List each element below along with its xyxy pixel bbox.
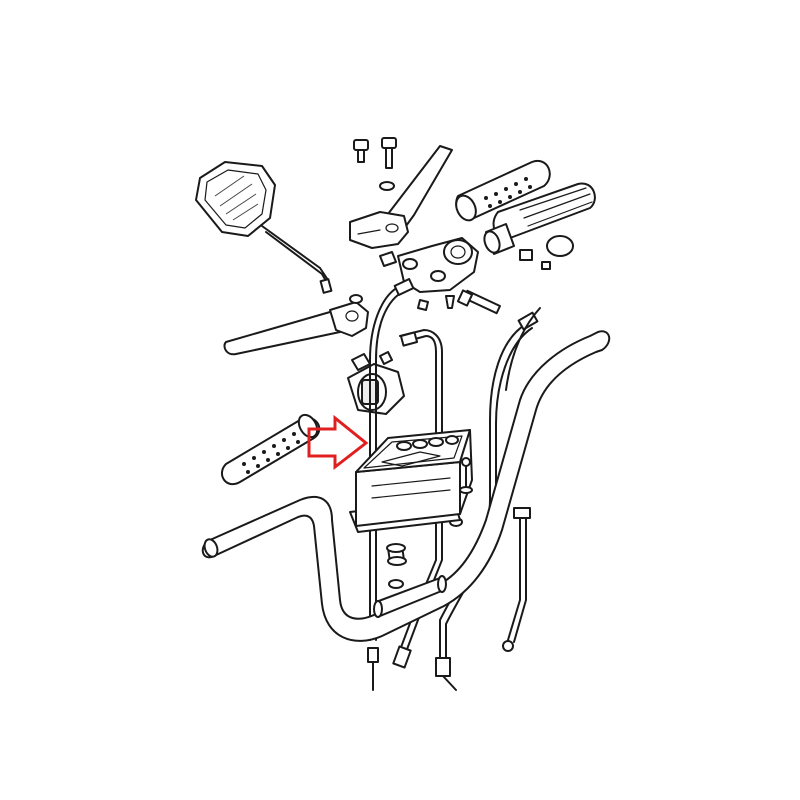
washer bbox=[379, 181, 395, 191]
tachometer-cable bbox=[502, 507, 531, 652]
choke-cable bbox=[505, 307, 541, 391]
lever-bolt bbox=[381, 137, 397, 169]
clutch-cable bbox=[367, 278, 415, 691]
right-hand-grip bbox=[455, 159, 551, 222]
circlip bbox=[546, 235, 574, 257]
nut bbox=[417, 299, 429, 311]
rubber-mount bbox=[386, 517, 463, 589]
right-switch-housing bbox=[379, 237, 479, 293]
instrument-panel bbox=[349, 429, 473, 533]
cable-adjuster bbox=[445, 295, 455, 309]
pivot-washer bbox=[349, 294, 363, 304]
cable-guide bbox=[379, 351, 393, 365]
housing-screw bbox=[456, 289, 502, 315]
lever-pivot-bolt bbox=[353, 139, 369, 163]
brake-lever bbox=[349, 145, 453, 249]
mirror bbox=[195, 161, 333, 294]
handlebar-clamp bbox=[373, 575, 447, 618]
small-screw bbox=[541, 261, 551, 270]
throttle-stop bbox=[519, 249, 533, 261]
arrow-right-icon bbox=[307, 414, 369, 471]
left-hand-grip bbox=[221, 413, 321, 485]
throttle-sleeve bbox=[483, 182, 596, 255]
clutch-lever bbox=[223, 301, 369, 356]
